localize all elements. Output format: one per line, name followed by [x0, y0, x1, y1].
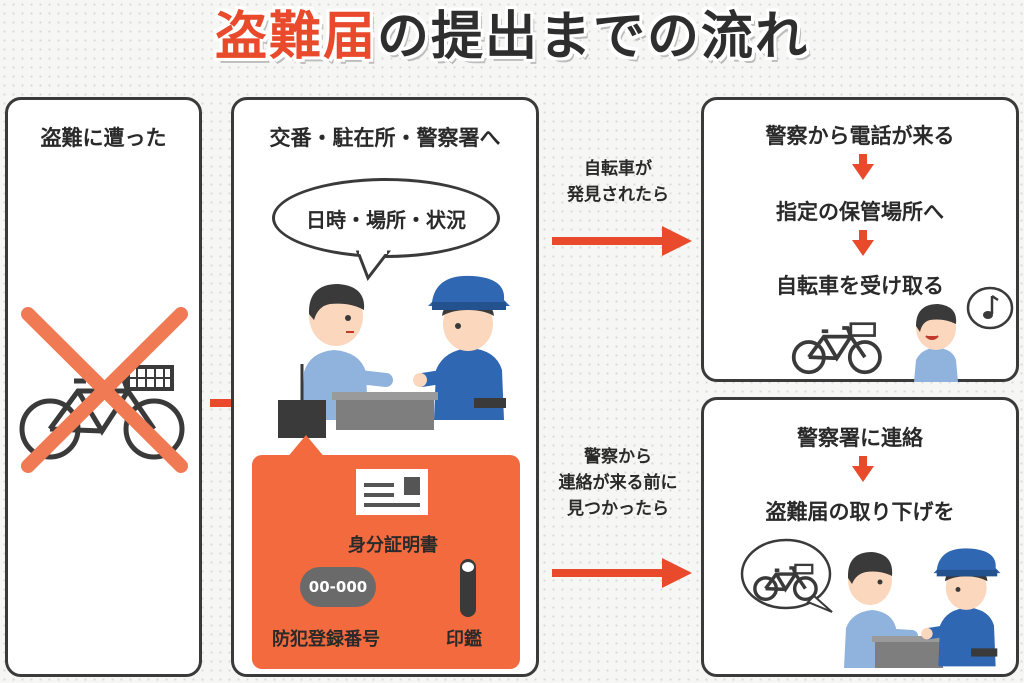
- bicycle-icon: [753, 563, 818, 602]
- arrow-down-icon: [852, 230, 874, 256]
- id-card-label: 身分証明書: [348, 535, 438, 556]
- condition-found: 自転車が 発見されたら: [548, 156, 688, 208]
- citizen-icon: [914, 304, 958, 382]
- arrow-right-icon: [552, 226, 692, 256]
- speech-bubble: 日時・場所・状況: [272, 178, 500, 258]
- counter-desk-icon: [332, 392, 438, 430]
- panel-stolen: 盗難に遭った: [5, 97, 202, 677]
- title-highlight: 盗難届: [214, 7, 377, 67]
- police-officer-icon: [921, 548, 1001, 667]
- panel-found: 警察から電話が来る 指定の保管場所へ 自転車を受け取る: [701, 97, 1019, 382]
- cross-mark-icon: [21, 307, 188, 473]
- panel-police: 交番・駐在所・警察署へ 日時・場所・状況: [231, 97, 539, 677]
- bicycle-icon: [791, 322, 882, 375]
- music-note-icon: [966, 286, 1014, 330]
- found-step-2: 指定の保管場所へ: [776, 200, 944, 224]
- self-step-2: 盗難届の取り下げを: [765, 500, 955, 524]
- arrow-down-icon: [852, 154, 874, 180]
- registration-label: 防犯登録番号: [272, 629, 380, 650]
- panel-self-found: 警察署に連絡 盗難届の取り下げを: [701, 397, 1019, 677]
- condition-found-line1: 自転車が: [584, 159, 652, 179]
- condition-self-line1: 警察から: [584, 447, 652, 467]
- self-step-1: 警察署に連絡: [797, 426, 923, 450]
- panel-stolen-title: 盗難に遭った: [40, 126, 167, 150]
- panel-police-title: 交番・駐在所・警察署へ: [269, 126, 501, 150]
- found-step-1: 警察から電話が来る: [765, 124, 955, 148]
- registration-plate-icon: 00-000: [300, 567, 376, 607]
- condition-self: 警察から 連絡が来る前に 見つかったら: [538, 444, 698, 522]
- doc-pointer: [286, 435, 326, 459]
- condition-found-line2: 発見されたら: [567, 185, 669, 205]
- police-officer-icon: [413, 275, 510, 420]
- speech-text: 日時・場所・状況: [306, 207, 466, 232]
- documents-box: 身分証明書 00-000 防犯登録番号 印鑑: [252, 455, 520, 669]
- title-rest: の提出までの流れ: [377, 7, 810, 67]
- speech-tail: [355, 250, 392, 282]
- bag-icon: [278, 364, 326, 438]
- counter-desk-icon: [872, 636, 946, 668]
- arrow-right-icon: [552, 558, 692, 588]
- condition-self-line2: 連絡が来る前に: [558, 473, 678, 493]
- plate-text: 00-000: [308, 578, 368, 596]
- arrow-down-icon: [852, 456, 874, 482]
- found-step-3: 自転車を受け取る: [776, 274, 944, 298]
- seal-icon: [460, 559, 476, 617]
- seal-label: 印鑑: [446, 629, 482, 650]
- page-title: 盗難届の提出までの流れ: [0, 4, 1024, 70]
- citizen-icon: [844, 552, 918, 668]
- id-card-icon: [356, 469, 428, 515]
- condition-self-line3: 見つかったら: [567, 499, 669, 519]
